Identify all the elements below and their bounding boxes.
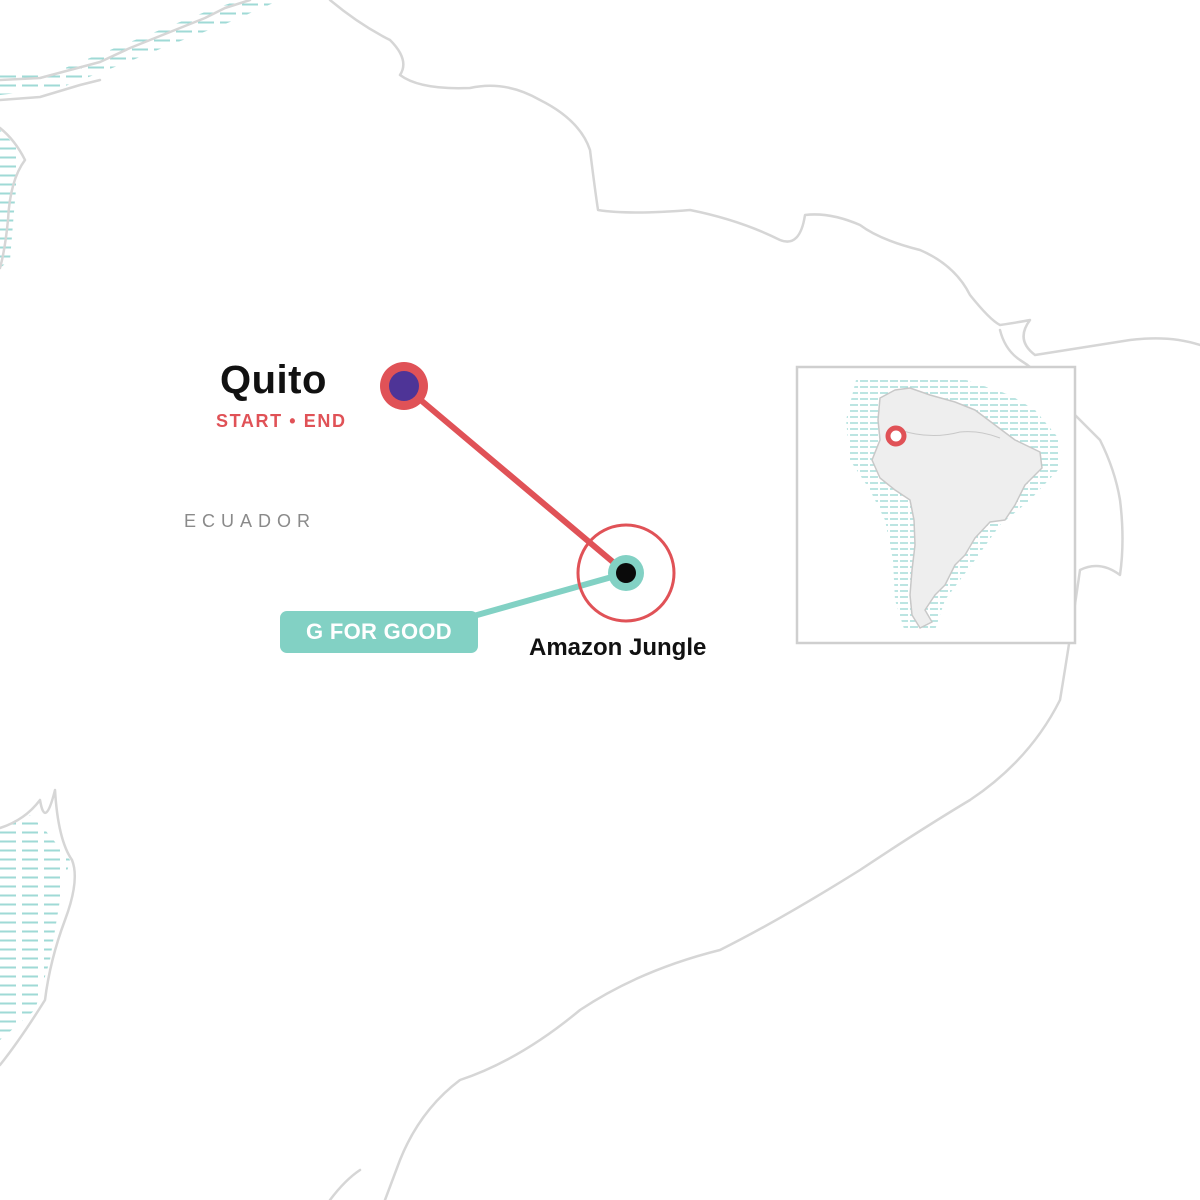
location-ring-icon (885, 425, 907, 447)
g-for-good-connector (467, 570, 629, 620)
end-label: END (303, 411, 347, 431)
g-for-good-badge[interactable]: G FOR GOOD (280, 611, 478, 653)
quito-stop-marker[interactable] (389, 371, 419, 401)
inset-map (795, 365, 1077, 645)
amazon-stop-marker[interactable] (616, 563, 636, 583)
country-label: ECUADOR (184, 511, 317, 531)
route-quito-amazon (401, 383, 629, 576)
start-label: START (216, 411, 283, 431)
start-end-tag: START • END (216, 411, 347, 432)
inset-amazon-river (899, 429, 1001, 439)
tag-separator: • (289, 411, 298, 431)
amazon-highlight-ring (576, 523, 676, 623)
inset-south-america (871, 387, 1043, 629)
quito-label: Quito (220, 358, 327, 402)
amazon-jungle-label: Amazon Jungle (529, 634, 707, 661)
